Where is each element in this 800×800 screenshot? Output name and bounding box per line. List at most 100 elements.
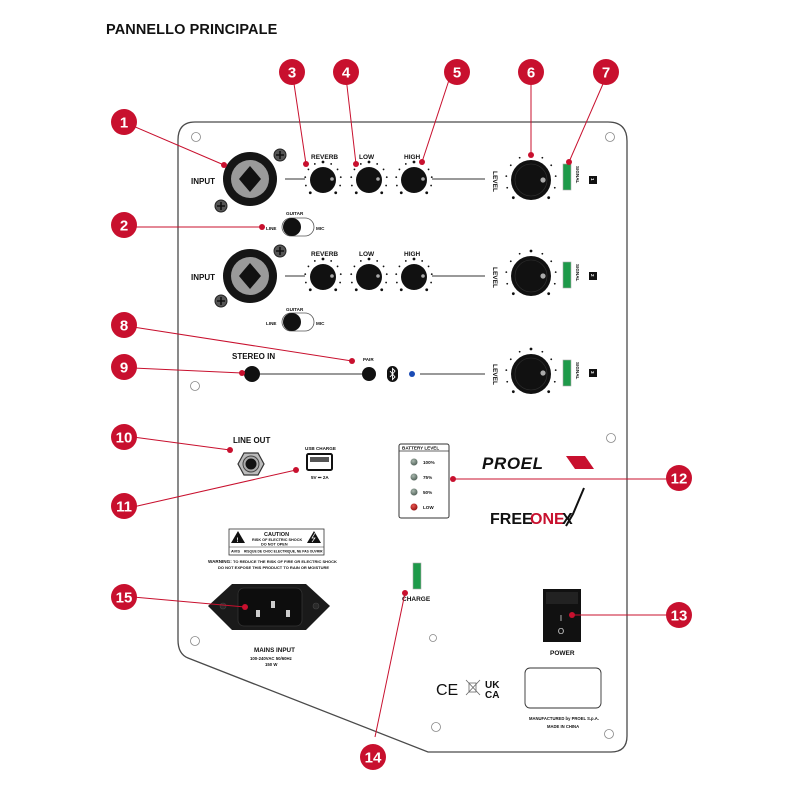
- callout-number: 10: [116, 430, 133, 447]
- mains-iec-socket[interactable]: [208, 584, 330, 630]
- callout-number: 9: [120, 360, 128, 377]
- signal-led: [562, 261, 572, 289]
- usb-rating: 5V ⎓ 2A: [311, 475, 329, 480]
- knob-tick: [350, 184, 353, 187]
- caution-title: CAUTION: [264, 532, 289, 538]
- callout-badge-8: 8: [111, 312, 137, 338]
- knob-tick: [550, 358, 553, 361]
- usb-port[interactable]: [306, 453, 333, 471]
- weee-bin-icon: [465, 679, 481, 696]
- switch-mic-label: MIC: [316, 321, 325, 326]
- callout-badge-9: 9: [111, 354, 137, 380]
- callout-number: 4: [342, 65, 351, 82]
- battery-indicator: BATTERY LEVEL 100% 75% 50% LOW: [398, 443, 450, 519]
- freeonex-logo: FREE ONE X: [490, 487, 585, 528]
- knob-tick: [506, 380, 509, 383]
- line-out-jack[interactable]: [237, 452, 265, 476]
- screw-icon: [273, 148, 287, 162]
- knob-tick: [334, 191, 338, 195]
- low-knob[interactable]: LOW: [356, 251, 382, 290]
- knob-tick: [313, 260, 316, 262]
- knob-tick: [399, 288, 403, 292]
- level-label: LEVEL: [491, 364, 498, 385]
- stereo-in-jack[interactable]: [244, 366, 260, 382]
- battery-level-label: LOW: [423, 505, 434, 510]
- callout-number: 5: [453, 65, 461, 82]
- proel-logo: PROEL: [482, 454, 594, 473]
- callout-number: 12: [671, 471, 688, 488]
- channel-number: 3: [590, 371, 595, 374]
- level-knob[interactable]: [511, 256, 551, 296]
- knob-tick: [339, 281, 342, 284]
- knob-tick: [541, 156, 544, 159]
- knob-tick: [307, 168, 310, 171]
- knob-tick: [553, 282, 556, 285]
- knob-tick: [550, 260, 553, 263]
- pair-button[interactable]: [362, 367, 376, 381]
- reverb-knob[interactable]: REVERB: [310, 154, 338, 193]
- knob-tick: [506, 186, 509, 189]
- battery-level-label: 50%: [423, 490, 432, 495]
- level-knob[interactable]: [511, 160, 551, 200]
- knob-tick: [354, 191, 358, 195]
- knob-tick: [395, 184, 398, 187]
- line-mic-switch[interactable]: [281, 312, 315, 332]
- knob-tick: [321, 160, 325, 164]
- callout-badge-15: 15: [111, 584, 137, 610]
- knob-tick: [427, 265, 430, 268]
- manufacturer-line2: MADE IN CHINA: [547, 724, 579, 729]
- callout-number: 6: [527, 65, 535, 82]
- knob-tick: [359, 163, 362, 165]
- callout-number: 14: [365, 750, 382, 767]
- knob-tick: [330, 260, 333, 262]
- knob-tick: [336, 265, 339, 268]
- lightning-triangle-icon: [307, 531, 321, 543]
- high-knob[interactable]: HIGH: [401, 154, 427, 193]
- serial-label-box: [524, 667, 602, 709]
- xlr-combo-jack[interactable]: [223, 152, 277, 206]
- channel-number-badge: [589, 272, 597, 280]
- model-one: ONE: [530, 511, 565, 528]
- warning-triangle-icon: [231, 531, 245, 543]
- mounting-holes: [190, 132, 616, 739]
- switch-line-label: LINE: [266, 226, 276, 231]
- manufacturer-line1: MANUFACTURED by PROEL S.p.A.: [529, 716, 599, 721]
- knob-tick: [553, 186, 556, 189]
- knob-tick: [509, 164, 512, 167]
- battery-title: BATTERY LEVEL: [402, 446, 439, 451]
- knob-tick: [412, 160, 416, 164]
- callout-badge-7: 7: [593, 59, 619, 85]
- mounting-hole: [429, 634, 437, 642]
- battery-led-low: [410, 503, 418, 511]
- avis-label: AVIS: [231, 549, 240, 554]
- knob-tick: [367, 257, 371, 261]
- knob-tick: [529, 249, 533, 253]
- xlr-combo-jack[interactable]: [223, 249, 277, 303]
- battery-led-100: [410, 458, 418, 466]
- knob-tick: [313, 163, 316, 165]
- switch-guitar-label: GUITAR: [286, 307, 304, 312]
- power-on-mark: I: [560, 614, 562, 623]
- battery-led-50: [410, 488, 418, 496]
- knob-tick: [509, 358, 512, 361]
- low-label: LOW: [359, 251, 375, 258]
- knob-tick: [353, 265, 356, 268]
- knob-tick: [321, 257, 325, 261]
- input-label: INPUT: [191, 273, 215, 282]
- knob-tick: [547, 390, 551, 394]
- mains-label: MAINS INPUT: [254, 647, 295, 654]
- level-knob[interactable]: [511, 354, 551, 394]
- callout-badge-11: 11: [111, 493, 137, 519]
- low-knob[interactable]: LOW: [356, 154, 382, 193]
- line-mic-switch[interactable]: [281, 217, 315, 237]
- callout-badge-3: 3: [279, 59, 305, 85]
- mains-spec2: 150 W: [265, 662, 278, 667]
- knob-tick: [518, 350, 521, 353]
- knob-tick: [506, 282, 509, 285]
- high-knob[interactable]: HIGH: [401, 251, 427, 290]
- reverb-knob[interactable]: REVERB: [310, 251, 338, 290]
- callout-lines: [132, 76, 670, 738]
- knob-tick: [367, 160, 371, 164]
